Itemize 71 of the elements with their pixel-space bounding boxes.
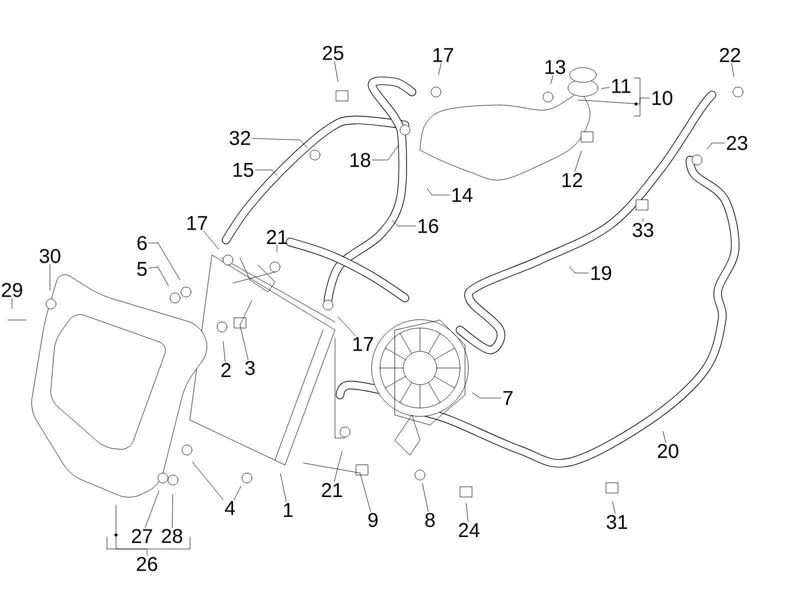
callout-number: 31: [606, 514, 628, 530]
leader-line: [466, 503, 468, 522]
leader-line: [426, 188, 450, 196]
callout-number: 23: [726, 136, 748, 150]
callout-number: 22: [720, 48, 740, 62]
leader-line: [334, 61, 338, 82]
callout-number: 27: [132, 529, 152, 543]
callout-number: 28: [162, 528, 182, 544]
leader-line: [148, 242, 180, 280]
leader-line: [172, 494, 174, 528]
callout-number: 11: [612, 79, 630, 93]
callout-number: 1: [284, 503, 293, 517]
callout-number: 19: [591, 266, 612, 280]
callout-number: 8: [425, 512, 435, 528]
callout-number: 17: [353, 337, 374, 351]
leader-line: [550, 75, 554, 84]
callout-number: 32: [230, 130, 250, 146]
leader-line: [438, 63, 442, 75]
leader-line: [276, 245, 278, 253]
leader-line: [612, 501, 616, 514]
leader-line: [731, 63, 734, 77]
leader-line: [204, 231, 219, 250]
leader-line: [642, 218, 644, 222]
callout-number: 24: [458, 523, 480, 537]
callout-number: 6: [137, 236, 147, 250]
leader-line: [252, 138, 308, 148]
leader-line: [240, 300, 252, 360]
callout-number: 3: [245, 360, 255, 376]
leader-line: [392, 220, 416, 226]
callout-number: 29: [2, 282, 22, 298]
leader-line: [334, 451, 342, 482]
callout-number: 16: [418, 218, 438, 234]
callout-number: 33: [632, 222, 654, 238]
callout-number: 4: [224, 501, 235, 515]
callout-number: 17: [187, 216, 208, 230]
callout-number: 10: [652, 90, 672, 106]
callout-number: 13: [545, 60, 566, 74]
callout-number: 20: [658, 444, 678, 458]
leader-line: [255, 170, 277, 176]
callout-number: 14: [452, 188, 472, 202]
leader-line: [192, 462, 224, 500]
leader-line: [234, 486, 241, 500]
leader-line: [372, 145, 398, 160]
callout-number: 18: [350, 152, 370, 168]
callout-number: 7: [504, 391, 513, 405]
callout-number: 9: [368, 512, 378, 528]
leader-line: [144, 490, 160, 528]
callout-number: 12: [562, 173, 582, 187]
leader-line: [662, 431, 666, 443]
leader-line: [472, 392, 502, 398]
callout-number: 2: [221, 363, 231, 377]
callout-number: 30: [40, 248, 60, 264]
leader-line: [574, 150, 582, 172]
callout-number: 15: [233, 163, 254, 177]
leader-line: [303, 462, 371, 512]
leader-line: [148, 266, 169, 286]
callout-number: 25: [322, 46, 344, 60]
callout-number: 5: [137, 262, 147, 276]
leader-line: [116, 504, 148, 556]
leader-line: [222, 341, 226, 362]
leader-line: [338, 316, 356, 336]
callout-number: 21: [266, 230, 288, 244]
leader-line: [280, 473, 287, 502]
leader-line: [707, 142, 725, 150]
leader-line: [422, 483, 428, 512]
leader-line: [601, 87, 610, 89]
callout-number: 26: [136, 556, 158, 572]
callout-number: 17: [433, 48, 454, 62]
callout-number: 21: [322, 483, 342, 497]
leader-line: [569, 266, 589, 274]
leader-line: [578, 98, 650, 104]
